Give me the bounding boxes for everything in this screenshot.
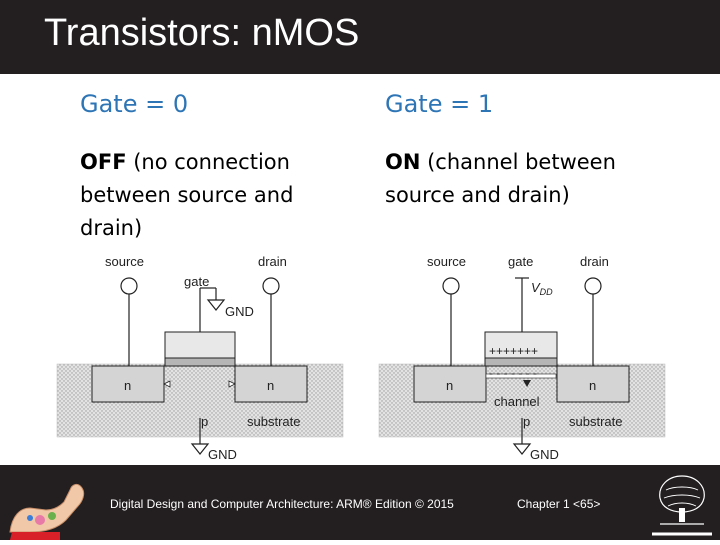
left-line-2: between source and	[80, 183, 294, 207]
source-label: source	[427, 254, 466, 269]
channel-pointer	[523, 380, 531, 387]
substrate-label: substrate	[247, 414, 300, 429]
bottom-gnd-label: GND	[208, 447, 237, 462]
nmos-on-diagram: source gate drain VDD +++++++ - - - - - …	[377, 248, 667, 465]
source-terminal	[120, 277, 138, 295]
vdd-label: VDD	[531, 280, 553, 297]
nmos-off-diagram: source gate drain GND n n p substrate GN…	[55, 248, 345, 465]
left-line-3: drain)	[80, 216, 143, 240]
gate-label: gate	[508, 254, 533, 269]
negative-charges: - - - - - - -	[489, 366, 537, 380]
gate-oxide	[484, 357, 558, 367]
off-label: OFF	[80, 150, 127, 174]
chapter-page: Chapter 1 <65>	[517, 497, 601, 511]
right-heading: Gate = 1	[385, 90, 494, 118]
n-right-label: n	[267, 378, 274, 393]
flexed-arm-icon	[0, 468, 90, 540]
substrate-label: substrate	[569, 414, 622, 429]
channel-label: channel	[494, 394, 540, 409]
p-label: p	[201, 414, 208, 429]
gate-polysilicon	[164, 331, 236, 359]
source-label: source	[105, 254, 144, 269]
gate-polysilicon	[484, 331, 558, 359]
gate-gnd-label: GND	[225, 304, 254, 319]
n-right-label: n	[589, 378, 596, 393]
n-left-label: n	[446, 378, 453, 393]
right-description: ON (channel between source and drain)	[385, 146, 685, 212]
left-heading: Gate = 0	[80, 90, 189, 118]
n-drain-region	[556, 365, 630, 403]
drain-terminal	[262, 277, 280, 295]
n-source-region	[91, 365, 165, 403]
drain-terminal	[584, 277, 602, 295]
book-credit: Digital Design and Computer Architecture…	[110, 497, 454, 511]
elsevier-tree-icon	[646, 468, 718, 538]
positive-charges: +++++++	[489, 344, 538, 358]
drain-label: drain	[580, 254, 609, 269]
gnd-symbol-gate	[206, 299, 226, 311]
gnd-symbol-bottom	[190, 443, 210, 455]
on-label: ON	[385, 150, 421, 174]
gate-oxide	[164, 357, 236, 367]
n-source-region	[413, 365, 487, 403]
n-left-label: n	[124, 378, 131, 393]
gnd-symbol-bottom	[512, 443, 532, 455]
gate-label: gate	[184, 274, 209, 289]
p-label: p	[523, 414, 530, 429]
channel-region	[485, 373, 557, 379]
title-bar	[0, 0, 720, 74]
right-line-2: source and drain)	[385, 183, 570, 207]
left-line-1: (no connection	[126, 150, 290, 174]
right-line-1: (channel between	[420, 150, 616, 174]
source-terminal	[442, 277, 460, 295]
drain-label: drain	[258, 254, 287, 269]
slide-title: Transistors: nMOS	[44, 12, 360, 54]
footer-bar	[0, 465, 720, 540]
bottom-gnd-label: GND	[530, 447, 559, 462]
n-drain-region	[234, 365, 308, 403]
left-description: OFF (no connection between source and dr…	[80, 146, 350, 245]
